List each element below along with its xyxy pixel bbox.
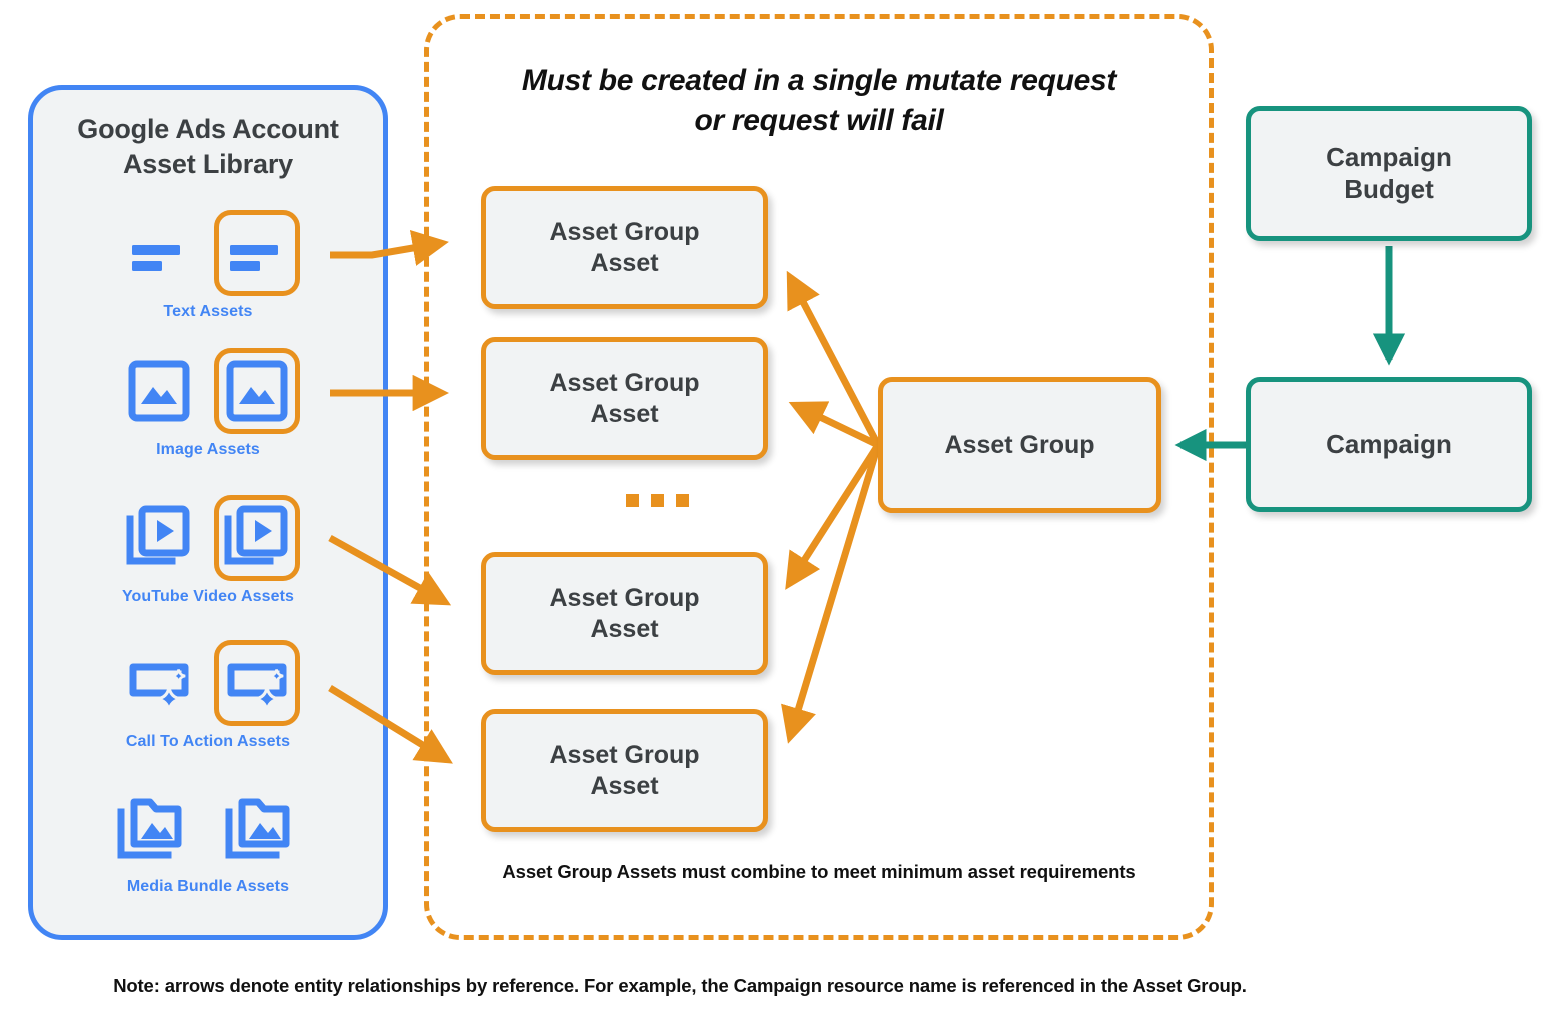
asset-icons-media-bundle (33, 780, 383, 876)
asset-row-media-bundle: Media Bundle Assets (33, 780, 383, 910)
ellipsis-dot (626, 494, 639, 507)
image-asset-icon-selected[interactable] (214, 348, 300, 434)
asset-row-text: Text Assets (33, 205, 383, 335)
asset-row-youtube: YouTube Video Assets (33, 490, 383, 620)
campaign-budget-node[interactable]: Campaign Budget (1246, 106, 1532, 241)
youtube-video-asset-icon (116, 495, 202, 581)
asset-library-panel: Google Ads Account Asset Library Text (28, 85, 388, 940)
ellipsis-indicator (626, 494, 689, 507)
mutate-zone-footnote: Asset Group Assets must combine to meet … (502, 861, 1136, 882)
asset-icons-image (33, 343, 383, 439)
asset-group-asset-box[interactable]: Asset Group Asset (481, 337, 768, 460)
asset-icons-youtube (33, 490, 383, 586)
footer-note: Note: arrows denote entity relationships… (113, 975, 1247, 996)
asset-group-asset-box[interactable]: Asset Group Asset (481, 186, 768, 309)
campaign-node[interactable]: Campaign (1246, 377, 1532, 512)
text-asset-icon (116, 210, 202, 296)
asset-library-title: Google Ads Account Asset Library (77, 114, 339, 179)
asset-row-image: Image Assets (33, 343, 383, 473)
asset-group-node[interactable]: Asset Group (878, 377, 1161, 513)
media-bundle-asset-icon-2 (219, 785, 305, 871)
media-bundle-asset-icon (111, 785, 197, 871)
asset-label-image: Image Assets (156, 441, 260, 458)
asset-label-text: Text Assets (163, 303, 253, 320)
asset-row-cta: Call To Action Assets (33, 635, 383, 765)
call-to-action-asset-icon-selected[interactable] (214, 640, 300, 726)
asset-label-youtube: YouTube Video Assets (121, 588, 295, 605)
asset-label-media-bundle: Media Bundle Assets (126, 878, 290, 895)
asset-group-asset-box[interactable]: Asset Group Asset (481, 552, 768, 675)
text-asset-icon-selected[interactable] (214, 210, 300, 296)
asset-icons-cta (33, 635, 383, 731)
asset-label-cta: Call To Action Assets (125, 733, 291, 750)
call-to-action-asset-icon (116, 640, 202, 726)
ellipsis-dot (676, 494, 689, 507)
asset-icons-text (33, 205, 383, 301)
mutate-zone-heading: Must be created in a single mutate reque… (521, 64, 1117, 137)
ellipsis-dot (651, 494, 664, 507)
asset-group-asset-box[interactable]: Asset Group Asset (481, 709, 768, 832)
youtube-video-asset-icon-selected[interactable] (214, 495, 300, 581)
image-asset-icon (116, 348, 202, 434)
